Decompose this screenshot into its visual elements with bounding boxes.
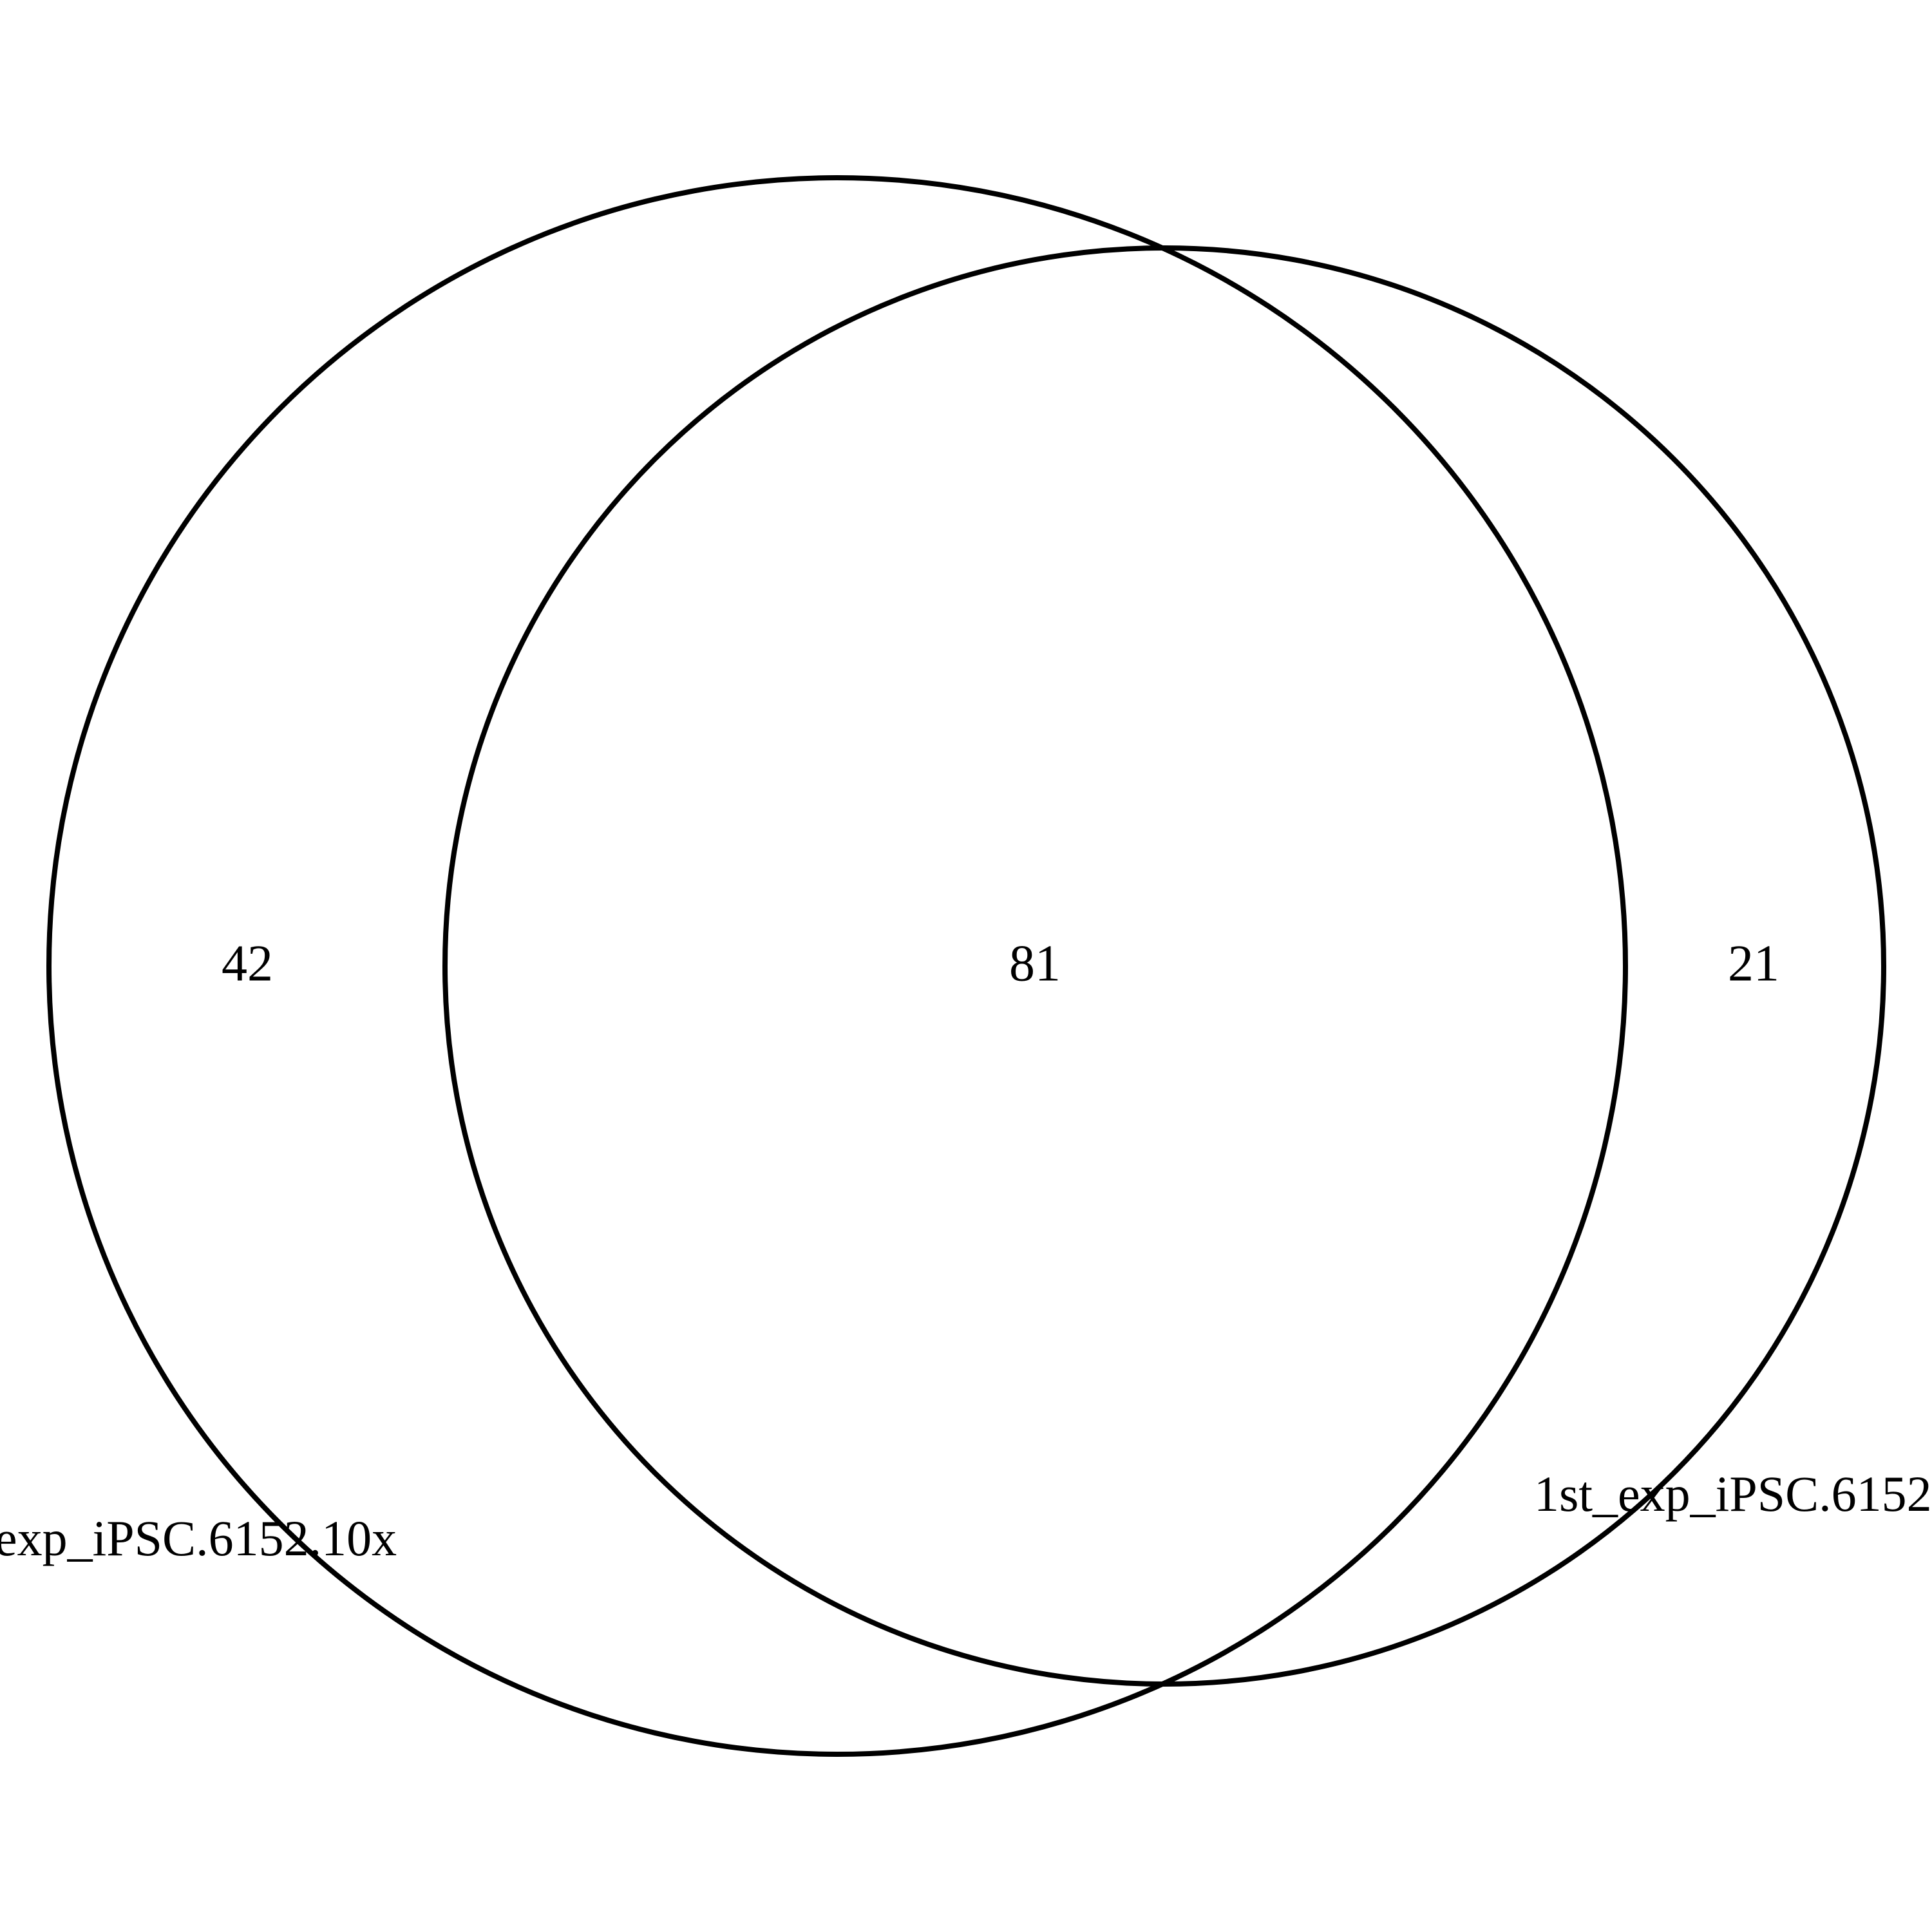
- set-b-circle: [442, 245, 1886, 1687]
- set-a-label: exp_iPSC.6152.10x: [0, 1510, 397, 1566]
- right-only-count: 21: [1728, 935, 1779, 992]
- set-b-label: 1st_exp_iPSC.6152: [1534, 1466, 1932, 1522]
- overlap-count: 81: [1009, 935, 1061, 992]
- left-only-count: 42: [222, 935, 273, 992]
- set-a-circle: [46, 175, 1628, 1757]
